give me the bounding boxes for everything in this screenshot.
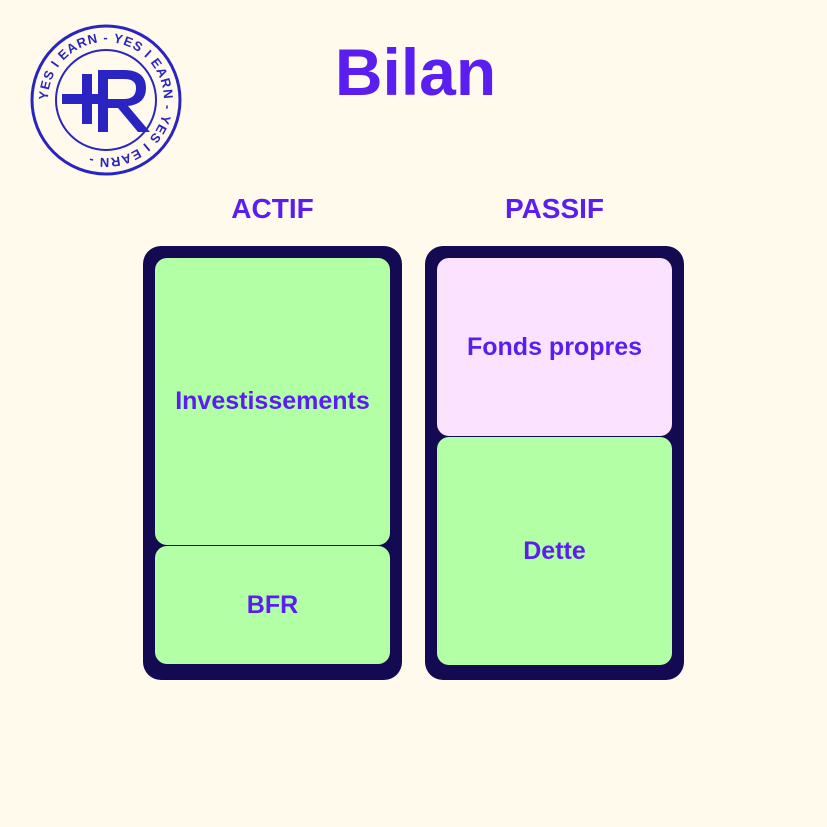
logo-outer-ring [30,24,182,176]
logo-r-letter [98,70,150,132]
actif-heading: ACTIF [231,193,314,224]
logo-monogram [62,70,150,132]
page-title: Bilan [334,35,497,109]
passif-column: Fonds propres Dette [425,246,684,680]
dette-block: Dette [437,437,672,665]
logo-plus-vertical [82,74,92,124]
fonds-propres-block: Fonds propres [437,258,672,436]
actif-column: Investissements BFR [143,246,402,680]
investissements-block: Investissements [155,258,390,545]
bfr-block: BFR [155,546,390,664]
logo-inner-ring [55,49,157,151]
yes-i-earn-logo: YES I EARN - YES I EARN - YES I EARN - [30,24,182,176]
passif-heading: PASSIF [504,193,605,224]
